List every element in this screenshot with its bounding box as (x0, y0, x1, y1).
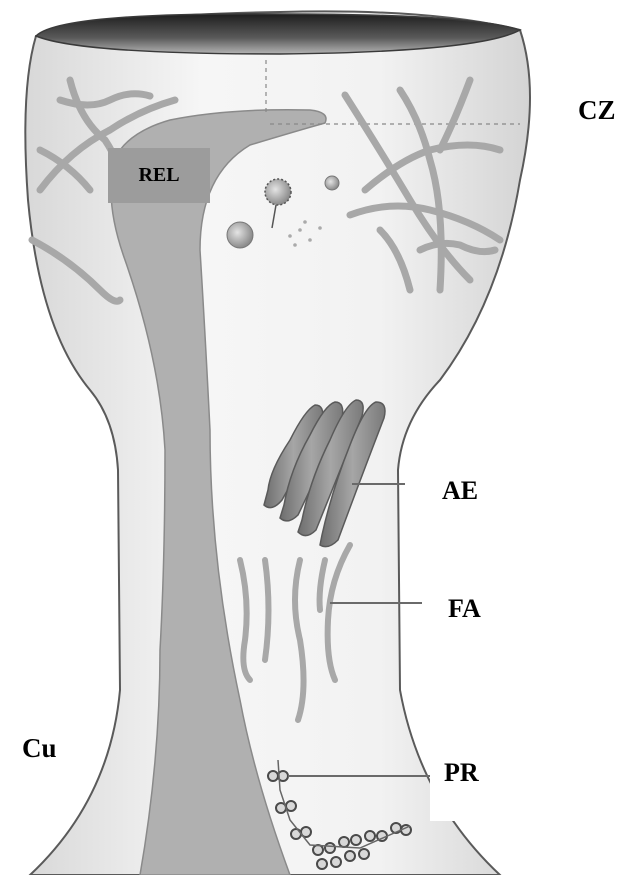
label-cz: CZ (578, 97, 616, 124)
rel-label-box: REL (108, 148, 210, 203)
label-rel: REL (108, 148, 210, 203)
label-cu: Cu (22, 735, 57, 762)
label-pr: PR (444, 760, 479, 786)
label-mask-ae (405, 462, 619, 504)
label-ae: AE (442, 478, 478, 504)
label-fa: FA (448, 596, 481, 622)
